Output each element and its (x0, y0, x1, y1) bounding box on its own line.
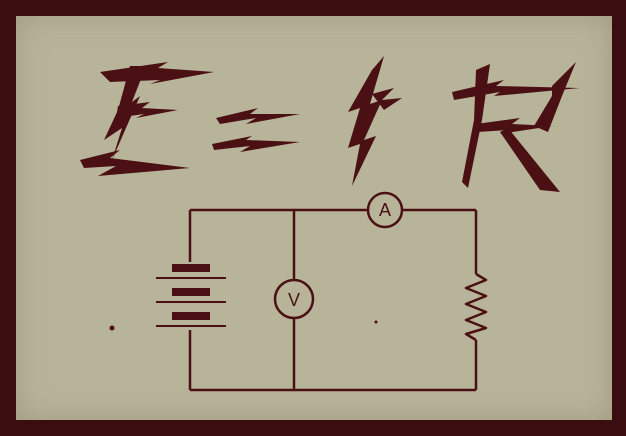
battery (156, 264, 226, 327)
paper-specks (109, 320, 378, 331)
ammeter: A (366, 191, 404, 229)
diagram-panel (16, 16, 612, 420)
battery-long-plates (156, 277, 226, 327)
equation-letter-r (452, 62, 580, 192)
voltmeter-label: V (288, 290, 300, 310)
equation-letter-e (80, 62, 214, 176)
equation-letter-i (348, 56, 402, 186)
voltmeter: V (273, 278, 315, 320)
ammeter-label: A (379, 200, 391, 220)
equation-equals-sign (212, 108, 300, 152)
battery-short-plates (172, 264, 210, 320)
resistor (464, 272, 488, 342)
circuit-wires (188, 208, 478, 392)
